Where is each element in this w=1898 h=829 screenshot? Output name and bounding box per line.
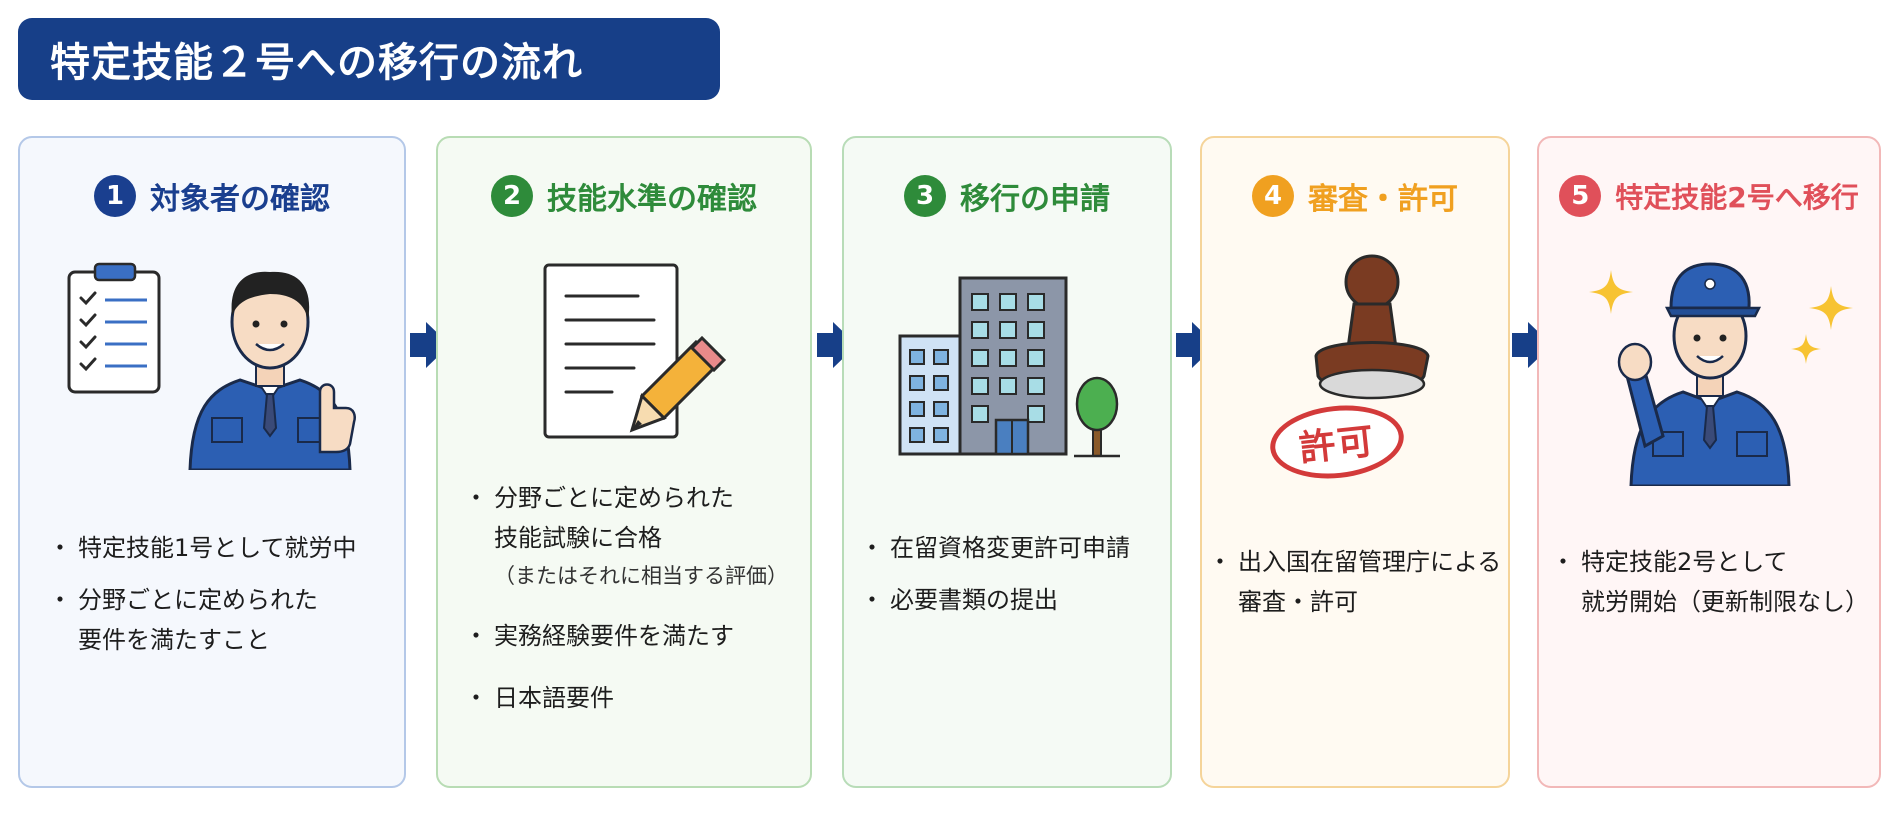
step-4-bullet-1: 出入国在留管理庁による	[1208, 542, 1508, 582]
worker-thumbs-up-icon	[188, 271, 356, 470]
step-5-bullets: 特定技能2号として 就労開始（更新制限なし）	[1551, 542, 1879, 622]
sparkle-icon	[1589, 270, 1633, 314]
step-1-heading: 1 対象者の確認	[20, 171, 404, 221]
step-2-bullets: 分野ごとに定められた 技能試験に合格 （またはそれに相当する評価） 実務経験要件…	[464, 478, 810, 718]
worker-fist-pump-icon	[1617, 262, 1791, 486]
step-card-1: 1 対象者の確認 特定技能1号として就労中 分野ごとに定められた 要件を満たすこ…	[18, 136, 406, 788]
step-5-bullet-1: 特定技能2号として	[1551, 542, 1879, 582]
step-card-3: 3 移行の申請 在留資格変更許可申請 必要書類の提出	[842, 136, 1172, 788]
step-5-title: 特定技能2号へ移行	[1615, 181, 1859, 214]
approval-stamp-mark: 許可	[1266, 399, 1408, 485]
pencil-icon	[629, 335, 727, 433]
step-card-5: 5 特定技能2号へ移行 特定技能2号として 就労開始（更新制限なし）	[1537, 136, 1881, 788]
step-2-bullet-2: 実務経験要件を満たす	[464, 616, 810, 656]
step-1-number-badge: 1	[94, 175, 136, 217]
step-2-title: 技能水準の確認	[547, 182, 757, 217]
step-card-2: 2 技能水準の確認 分野ごとに定められた 技能試験に合格 （またはそれに相当する…	[436, 136, 812, 788]
arrow-right-icon	[817, 322, 857, 368]
rubber-stamp-icon	[1314, 254, 1430, 400]
step-card-4: 4 審査・許可 許可 出入国在留管理庁による 審査・許可	[1200, 136, 1510, 788]
step-2-bullet-1-cont: 技能試験に合格	[494, 524, 662, 552]
step-2-bullet-1-note: （またはそれに相当する評価）	[494, 564, 788, 588]
approval-stamp-text: 許可	[1297, 421, 1378, 470]
step-3-number-badge: 3	[904, 175, 946, 217]
step-3-bullets: 在留資格変更許可申請 必要書類の提出	[860, 528, 1170, 620]
step-1-bullet-2: 分野ごとに定められた	[48, 580, 404, 620]
step-1-title: 対象者の確認	[150, 182, 330, 217]
step-3-bullet-1: 在留資格変更許可申請	[860, 528, 1170, 568]
step-2-heading: 2 技能水準の確認	[438, 171, 810, 221]
step-3-heading: 3 移行の申請	[844, 171, 1170, 221]
step-4-number-badge: 4	[1252, 175, 1294, 217]
step-4-bullets: 出入国在留管理庁による 審査・許可	[1208, 542, 1508, 622]
step-3-title: 移行の申請	[960, 182, 1110, 217]
step-5-heading: 5 特定技能2号へ移行	[1539, 171, 1879, 221]
sparkle-icon	[1791, 334, 1821, 364]
tree-icon	[1074, 376, 1120, 458]
office-building-icon	[898, 276, 1068, 456]
step-1-bullet-2-cont: 要件を満たすこと	[78, 626, 270, 654]
step-2-bullet-1: 分野ごとに定められた	[464, 478, 810, 518]
step-5-number-badge: 5	[1559, 175, 1602, 217]
arrow-right-icon	[1176, 322, 1216, 368]
clipboard-icon	[67, 262, 161, 394]
step-4-bullet-1-cont: 審査・許可	[1238, 588, 1358, 616]
step-5-bullet-1-cont: 就労開始（更新制限なし）	[1581, 588, 1869, 616]
step-4-title: 審査・許可	[1308, 182, 1458, 217]
step-2-bullet-3: 日本語要件	[464, 678, 810, 718]
step-4-heading: 4 審査・許可	[1202, 171, 1508, 221]
step-2-number-badge: 2	[491, 175, 533, 217]
step-3-bullet-2: 必要書類の提出	[860, 580, 1170, 620]
step-1-bullet-1: 特定技能1号として就労中	[48, 528, 404, 568]
arrow-right-icon	[410, 322, 450, 368]
arrow-right-icon	[1512, 322, 1552, 368]
page-title: 特定技能２号への移行の流れ	[18, 18, 720, 100]
sparkle-icon	[1809, 286, 1853, 330]
step-1-bullets: 特定技能1号として就労中 分野ごとに定められた 要件を満たすこと	[48, 528, 404, 660]
